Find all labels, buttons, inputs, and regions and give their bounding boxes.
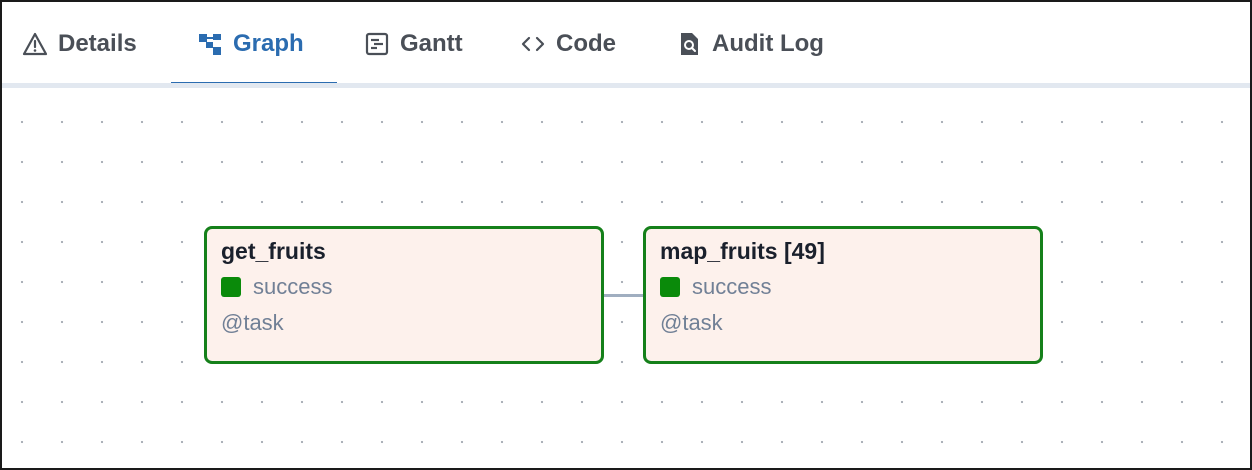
task-status-label: success <box>692 274 772 299</box>
tab-bar-divider <box>2 83 1250 88</box>
tab-code-label: Code <box>556 30 616 57</box>
tab-audit-log[interactable]: Audit Log <box>676 2 824 86</box>
tab-audit-log-label: Audit Log <box>712 30 824 57</box>
task-status: success <box>221 273 587 301</box>
task-operator: @task <box>221 310 284 335</box>
graph-edge <box>602 294 644 297</box>
task-node-map-fruits[interactable]: map_fruits [49] success @task <box>643 226 1043 364</box>
task-title: map_fruits [49] <box>660 238 825 264</box>
task-operator: @task <box>660 310 723 335</box>
tab-gantt[interactable]: Gantt <box>364 2 463 86</box>
graph-icon <box>197 31 223 57</box>
gantt-icon <box>364 31 390 57</box>
warning-triangle-icon <box>22 31 48 57</box>
task-title: get_fruits <box>221 238 326 264</box>
task-status-label: success <box>253 274 333 299</box>
success-status-icon <box>660 277 680 297</box>
tab-graph-label: Graph <box>233 30 304 57</box>
success-status-icon <box>221 277 241 297</box>
task-node-get-fruits[interactable]: get_fruits success @task <box>204 226 604 364</box>
tab-details[interactable]: Details <box>22 2 137 86</box>
tab-code[interactable]: Code <box>520 2 616 86</box>
tab-gantt-label: Gantt <box>400 30 463 57</box>
audit-log-icon <box>676 31 702 57</box>
tab-details-label: Details <box>58 30 137 57</box>
tab-graph[interactable]: Graph <box>197 2 304 86</box>
graph-canvas[interactable]: get_fruits success @task map_fruits [49]… <box>2 88 1250 468</box>
task-status: success <box>660 273 1026 301</box>
tab-bar: Details Graph <box>2 2 1250 86</box>
code-icon <box>520 31 546 57</box>
